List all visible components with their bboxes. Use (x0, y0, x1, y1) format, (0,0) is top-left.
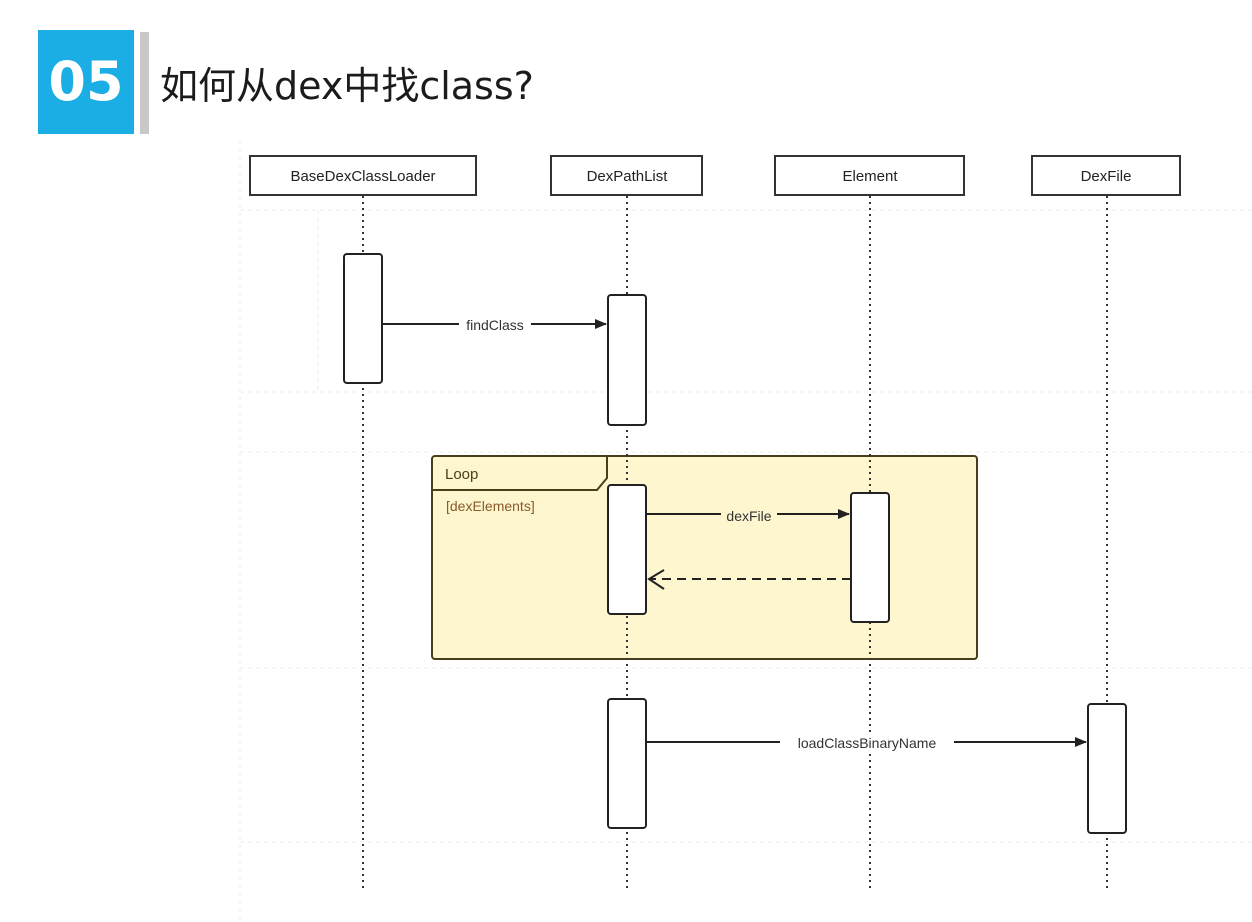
activation-pathlist-2 (607, 484, 647, 615)
loop-keyword: Loop (445, 466, 478, 483)
activation-pathlist-3 (607, 698, 647, 829)
participant-label: BaseDexClassLoader (290, 168, 435, 185)
participant-label: DexFile (1081, 168, 1132, 185)
participant-dexfile: DexFile (1031, 155, 1181, 196)
participant-loader: BaseDexClassLoader (249, 155, 477, 196)
background-grid (239, 140, 1252, 922)
message-findclass: findClass (382, 316, 607, 333)
slide-number: 05 (38, 30, 134, 134)
loop-fragment: Loop [dexElements] (431, 455, 978, 660)
participant-label: Element (842, 168, 898, 185)
message-label: findClass (466, 317, 524, 333)
message-loadclassbinaryname: loadClassBinaryName (646, 734, 1087, 751)
participant-element: Element (774, 155, 965, 196)
participant-label: DexPathList (587, 168, 669, 185)
slide-title: 如何从dex中找class? (160, 64, 534, 108)
activation-pathlist-1 (607, 294, 647, 426)
activation-dexfile (1087, 703, 1127, 834)
loop-guard: [dexElements] (446, 498, 535, 514)
activation-element (850, 492, 890, 623)
message-return (647, 569, 851, 590)
participant-pathlist: DexPathList (550, 155, 703, 196)
title-divider (140, 32, 149, 134)
activation-loader (343, 253, 383, 384)
activations (343, 253, 1127, 834)
message-dexfile: dexFile (646, 507, 850, 524)
message-label: loadClassBinaryName (798, 735, 937, 751)
message-label: dexFile (726, 508, 771, 524)
